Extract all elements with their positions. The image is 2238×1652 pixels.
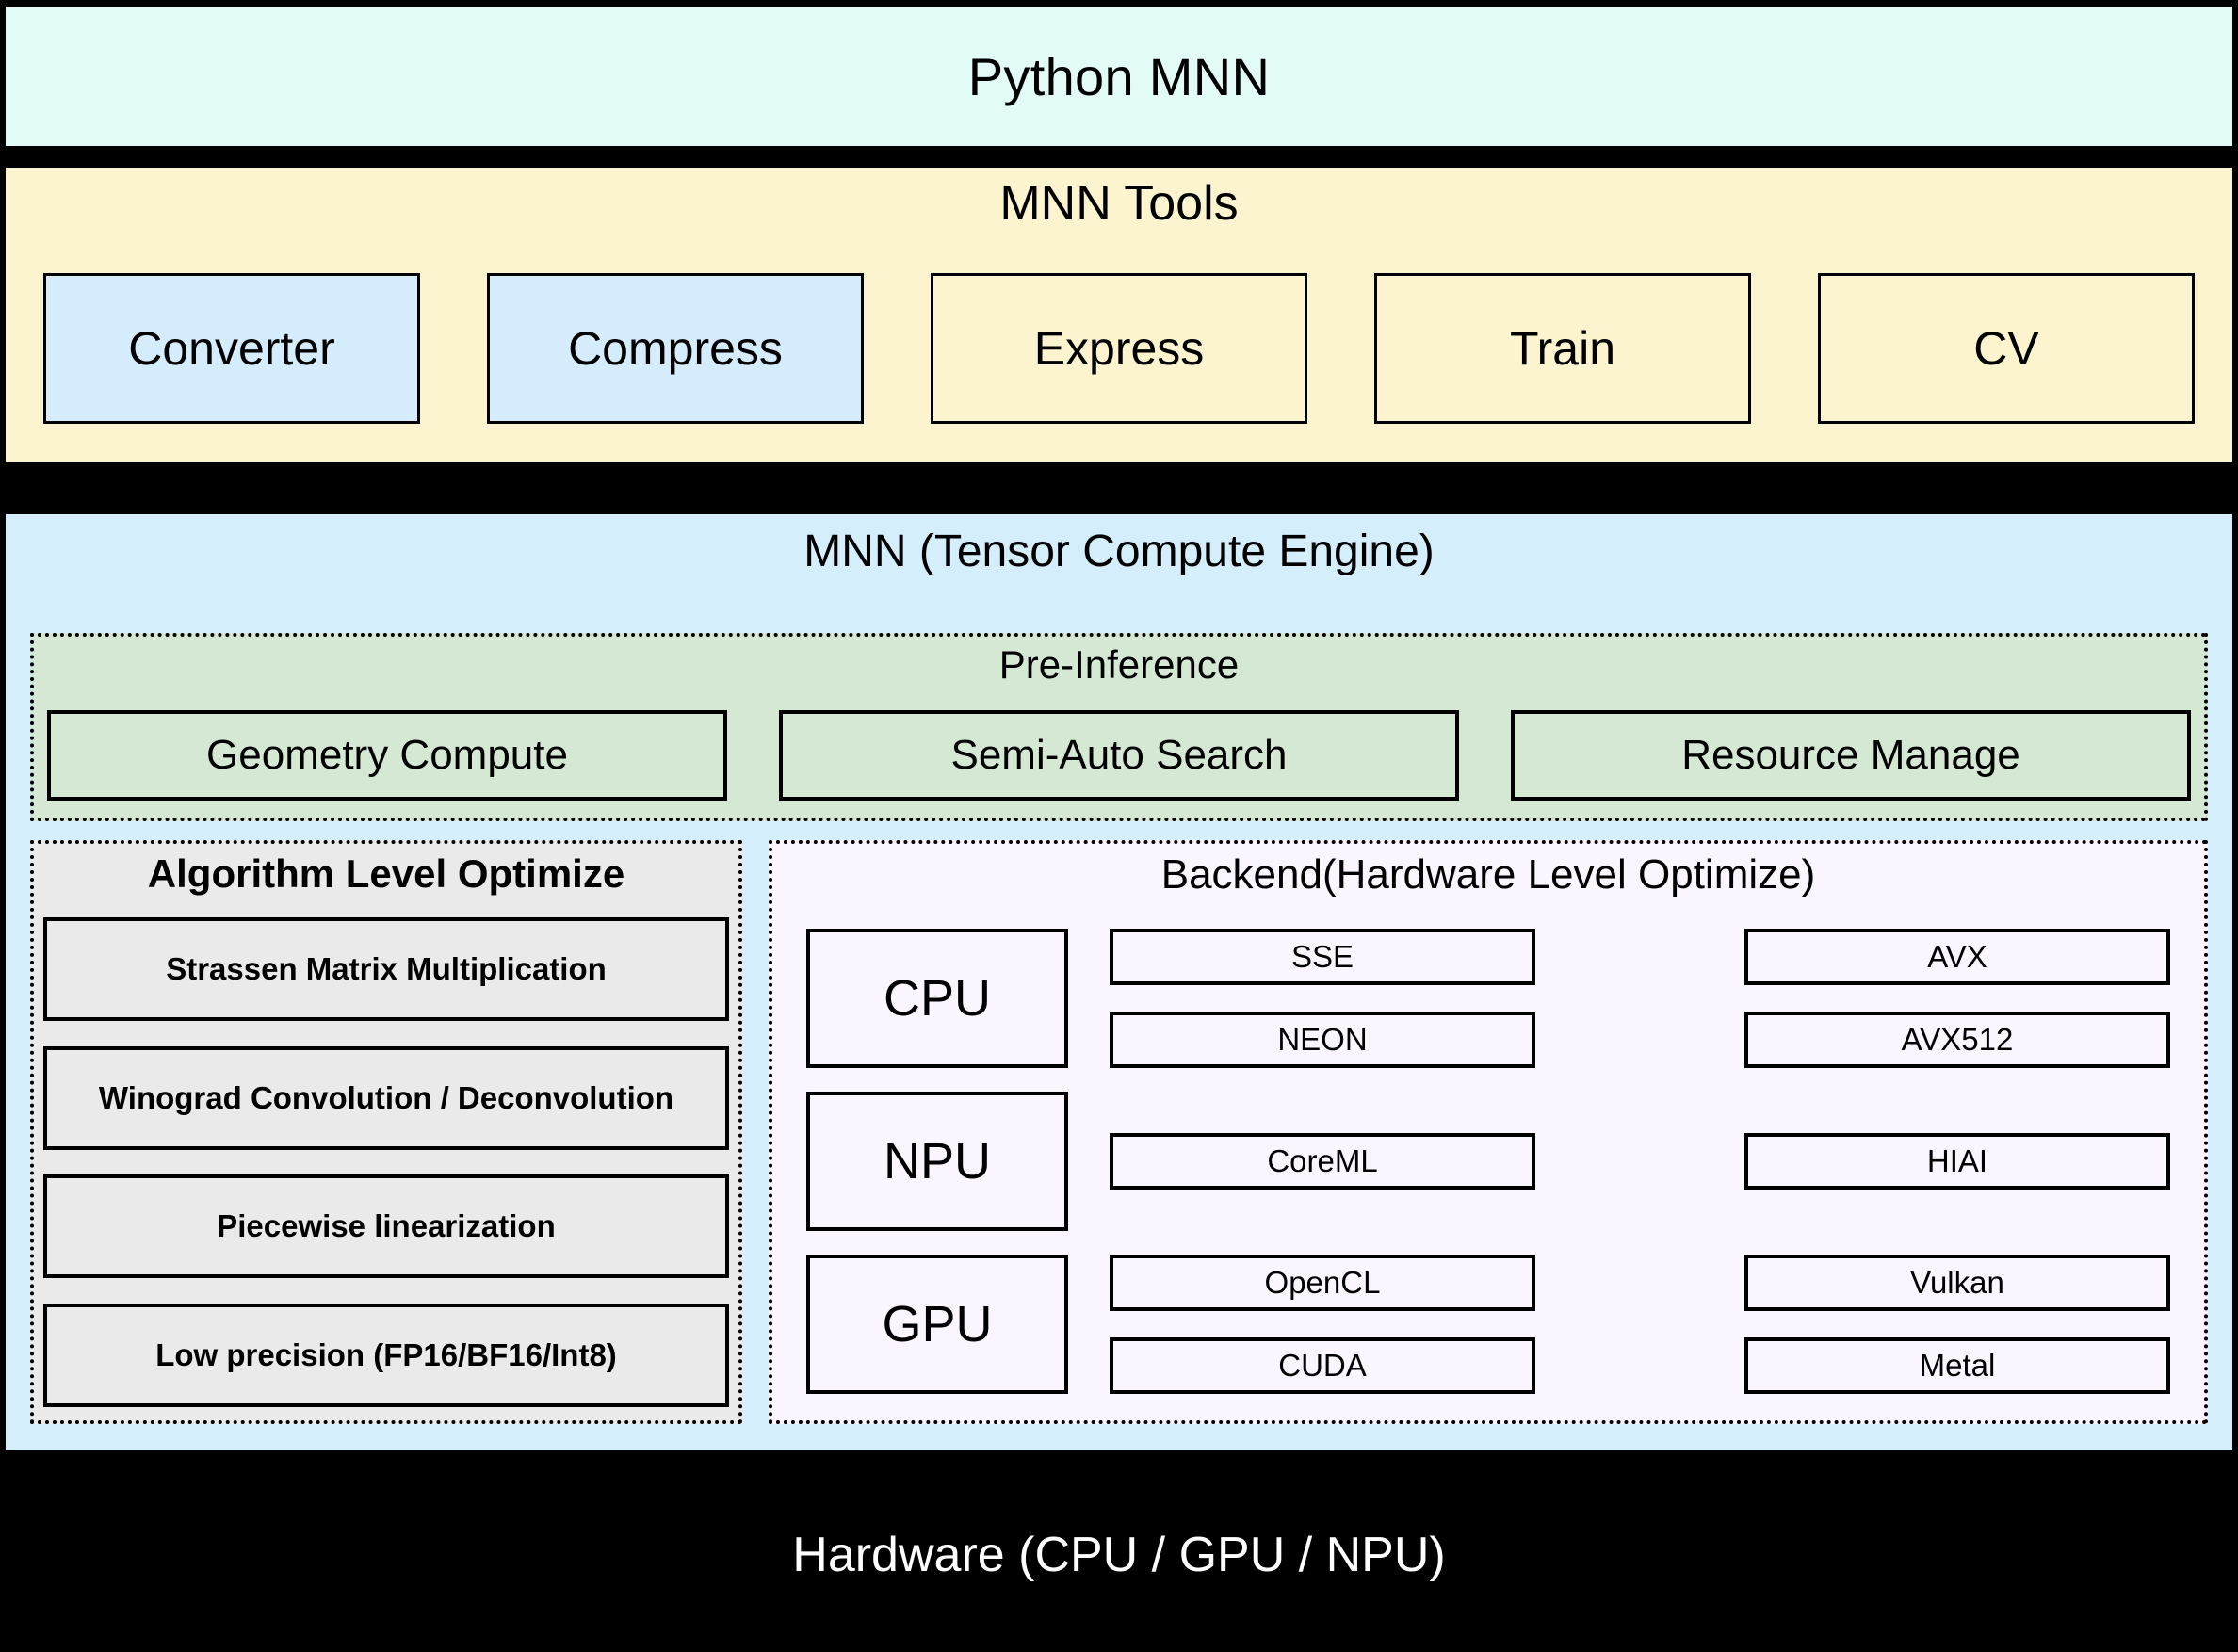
chip-label: AVX512 [1901,1022,2014,1057]
chip-label: AVX [1927,939,1987,974]
pre-inference-box-semi-auto-search[interactable]: Semi-Auto Search [779,710,1459,801]
backend-chip-neon[interactable]: NEON [1110,1012,1535,1068]
pre-inference-label: Semi-Auto Search [950,732,1288,778]
backend-row-npu: NPU CoreML HIAI [806,1092,2170,1231]
backend-hardware-label-gpu[interactable]: GPU [806,1255,1068,1394]
tool-label: Converter [128,322,335,375]
pre-inference-title: Pre-Inference [998,642,1240,687]
algorithm-item-list: Strassen Matrix Multiplication Winograd … [43,917,729,1407]
python-mnn-title: Python MNN [967,46,1271,106]
backend-chip-coreml[interactable]: CoreML [1110,1133,1535,1190]
hardware-layer: Hardware (CPU / GPU / NPU) [0,1458,2238,1652]
backend-chip-avx[interactable]: AVX [1744,929,2170,985]
chip-label: NEON [1277,1022,1368,1057]
backend-chip-avx512[interactable]: AVX512 [1744,1012,2170,1068]
backend-chip-column-right-cpu: AVX AVX512 [1744,929,2170,1068]
backend-chip-sse[interactable]: SSE [1110,929,1535,985]
algorithm-item-label: Winograd Convolution / Deconvolution [98,1079,674,1115]
backend-chip-columns-cpu: SSE NEON AVX A [1110,929,2170,1068]
chip-label: CUDA [1278,1348,1367,1383]
backend-chip-column-left-npu: CoreML [1110,1092,1535,1231]
algorithm-item-winograd[interactable]: Winograd Convolution / Deconvolution [43,1045,729,1150]
backend-chip-vulkan[interactable]: Vulkan [1744,1255,2170,1311]
hardware-label-text: NPU [883,1133,991,1190]
tool-box-express[interactable]: Express [931,273,1307,424]
pre-inference-label: Geometry Compute [206,732,568,778]
algorithm-level-optimize-panel: Algorithm Level Optimize Strassen Matrix… [30,840,742,1424]
pre-inference-panel: Pre-Inference Geometry Compute Semi-Auto… [30,633,2208,821]
backend-row-cpu: CPU SSE NEON [806,929,2170,1068]
mnn-tools-title: MNN Tools [999,176,1239,231]
mnn-tools-row: Converter Compress Express Train CV [43,273,2195,424]
pre-inference-row: Geometry Compute Semi-Auto Search Resour… [47,710,2191,801]
backend-grid: CPU SSE NEON [806,929,2170,1394]
pre-inference-box-geometry-compute[interactable]: Geometry Compute [47,710,727,801]
algorithm-panel-title: Algorithm Level Optimize [147,851,625,896]
tool-label: Train [1509,322,1616,375]
tool-label: CV [1973,322,2039,375]
chip-label: HIAI [1926,1143,1988,1178]
tool-label: Compress [568,322,783,375]
hardware-label-text: CPU [883,970,991,1027]
tool-box-train[interactable]: Train [1374,273,1751,424]
backend-chip-columns-gpu: OpenCL CUDA Vulkan [1110,1255,2170,1394]
optimization-region: Algorithm Level Optimize Strassen Matrix… [30,840,2208,1424]
chip-label: CoreML [1267,1143,1378,1178]
python-mnn-layer: Python MNN [6,7,2232,146]
backend-panel-title: Backend(Hardware Level Optimize) [1160,851,1816,898]
backend-chip-column-right-npu: HIAI [1744,1092,2170,1231]
mnn-tools-layer: MNN Tools Converter Compress Express Tra… [6,168,2232,462]
backend-hardware-label-npu[interactable]: NPU [806,1092,1068,1231]
backend-chip-column-left-cpu: SSE NEON [1110,929,1535,1068]
tool-box-compress[interactable]: Compress [487,273,864,424]
tool-box-cv[interactable]: CV [1818,273,2195,424]
backend-chip-column-left-gpu: OpenCL CUDA [1110,1255,1535,1394]
algorithm-item-label: Low precision (FP16/BF16/Int8) [155,1336,617,1372]
algorithm-item-label: Strassen Matrix Multiplication [166,951,607,986]
backend-chip-hiai[interactable]: HIAI [1744,1133,2170,1190]
tool-label: Express [1033,322,1205,375]
algorithm-item-label: Piecewise linearization [217,1208,556,1244]
backend-hardware-label-cpu[interactable]: CPU [806,929,1068,1068]
algorithm-item-piecewise[interactable]: Piecewise linearization [43,1174,729,1279]
algorithm-item-strassen[interactable]: Strassen Matrix Multiplication [43,917,729,1021]
chip-label: Metal [1919,1348,1996,1383]
hardware-layer-title: Hardware (CPU / GPU / NPU) [792,1528,1446,1582]
pre-inference-box-resource-manage[interactable]: Resource Manage [1511,710,2191,801]
backend-chip-opencl[interactable]: OpenCL [1110,1255,1535,1311]
backend-chip-metal[interactable]: Metal [1744,1337,2170,1394]
chip-label: SSE [1290,939,1354,974]
mnn-engine-title: MNN (Tensor Compute Engine) [803,526,1435,576]
backend-hardware-level-optimize-panel: Backend(Hardware Level Optimize) CPU SSE [769,840,2208,1424]
backend-row-gpu: GPU OpenCL CUDA [806,1255,2170,1394]
chip-label: Vulkan [1910,1265,2004,1300]
chip-label: OpenCL [1264,1265,1381,1300]
pre-inference-label: Resource Manage [1681,732,2020,778]
tool-box-converter[interactable]: Converter [43,273,420,424]
backend-chip-cuda[interactable]: CUDA [1110,1337,1535,1394]
algorithm-item-low-precision[interactable]: Low precision (FP16/BF16/Int8) [43,1303,729,1407]
backend-chip-columns-npu: CoreML HIAI [1110,1092,2170,1231]
mnn-engine-layer: MNN (Tensor Compute Engine) Pre-Inferenc… [6,514,2232,1450]
backend-chip-column-right-gpu: Vulkan Metal [1744,1255,2170,1394]
hardware-label-text: GPU [882,1296,993,1352]
